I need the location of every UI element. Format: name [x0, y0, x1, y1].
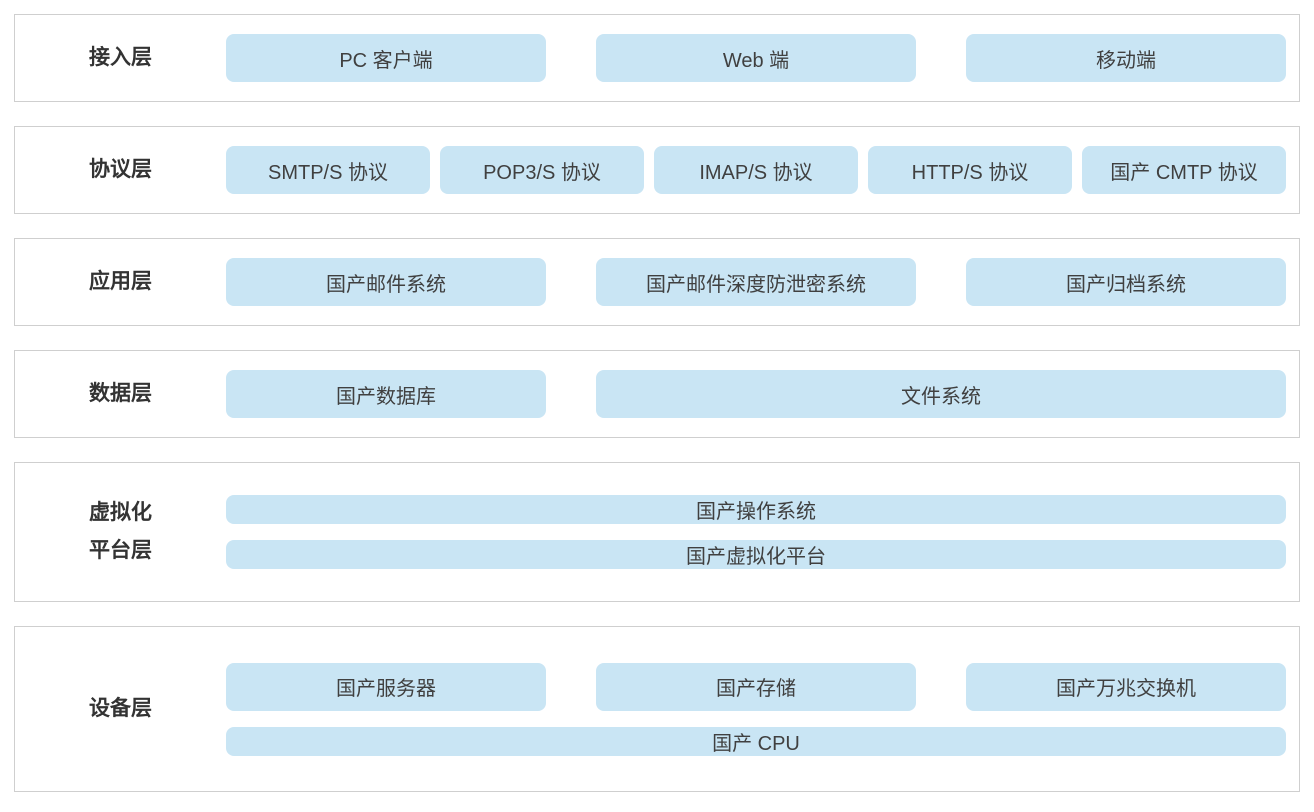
layer-access: 接入层 PC 客户端 Web 端 移动端	[14, 14, 1300, 102]
layer-device-label: 设备层	[89, 697, 152, 721]
item-server: 国产服务器	[226, 662, 546, 711]
item-domestic-os: 国产操作系统	[226, 495, 1286, 524]
layer-application: 应用层 国产邮件系统 国产邮件深度防泄密系统 国产归档系统	[14, 238, 1300, 326]
layer-virtualization-label: 虚拟化 平台层	[89, 501, 152, 562]
layer-application-items: 国产邮件系统 国产邮件深度防泄密系统 国产归档系统	[226, 258, 1286, 306]
item-web: Web 端	[596, 34, 916, 82]
layer-data-items: 国产数据库 文件系统	[226, 370, 1286, 418]
item-dlp-system: 国产邮件深度防泄密系统	[596, 258, 916, 306]
item-pc-client: PC 客户端	[226, 34, 546, 82]
layer-device: 设备层 国产服务器 国产存储 国产万兆交换机 国产 CPU	[14, 626, 1300, 792]
item-archive-system: 国产归档系统	[966, 258, 1286, 306]
layer-virtualization: 虚拟化 平台层 国产操作系统 国产虚拟化平台	[14, 462, 1300, 602]
layer-application-label: 应用层	[89, 270, 152, 294]
layer-device-row-top: 国产服务器 国产存储 国产万兆交换机	[226, 662, 1286, 711]
layer-device-items: 国产服务器 国产存储 国产万兆交换机 国产 CPU	[226, 662, 1286, 756]
item-cpu: 国产 CPU	[226, 726, 1286, 756]
item-imap-protocol: IMAP/S 协议	[654, 146, 858, 194]
layer-access-items: PC 客户端 Web 端 移动端	[226, 34, 1286, 82]
layer-protocol: 协议层 SMTP/S 协议 POP3/S 协议 IMAP/S 协议 HTTP/S…	[14, 126, 1300, 214]
item-virtualization-platform: 国产虚拟化平台	[226, 540, 1286, 569]
item-database: 国产数据库	[226, 370, 546, 418]
layer-access-label: 接入层	[89, 46, 152, 70]
item-cmtp-protocol: 国产 CMTP 协议	[1082, 146, 1286, 194]
layer-data: 数据层 国产数据库 文件系统	[14, 350, 1300, 438]
layer-data-label: 数据层	[89, 382, 152, 406]
item-http-protocol: HTTP/S 协议	[868, 146, 1072, 194]
item-pop3-protocol: POP3/S 协议	[440, 146, 644, 194]
item-mobile: 移动端	[966, 34, 1286, 82]
item-mail-system: 国产邮件系统	[226, 258, 546, 306]
layer-virtualization-items: 国产操作系统 国产虚拟化平台	[226, 495, 1286, 569]
item-smtp-protocol: SMTP/S 协议	[226, 146, 430, 194]
item-storage: 国产存储	[596, 662, 916, 711]
layer-protocol-label: 协议层	[89, 158, 152, 182]
layer-protocol-items: SMTP/S 协议 POP3/S 协议 IMAP/S 协议 HTTP/S 协议 …	[226, 146, 1286, 194]
item-switch: 国产万兆交换机	[966, 662, 1286, 711]
item-file-system: 文件系统	[596, 370, 1286, 418]
